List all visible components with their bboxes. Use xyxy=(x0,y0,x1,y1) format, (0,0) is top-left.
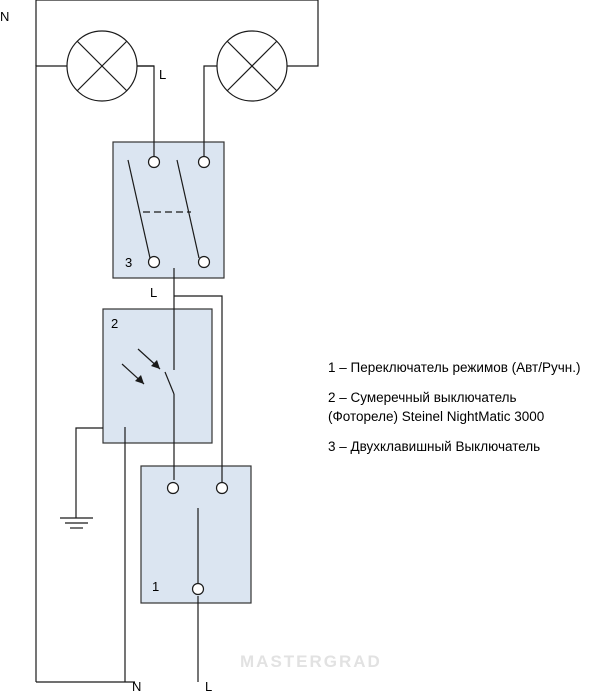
label-n-bottom: N xyxy=(132,679,141,694)
label-l-lamp: L xyxy=(159,67,166,82)
photorelay-box-2 xyxy=(102,308,213,444)
terminal-icon xyxy=(147,255,161,269)
neutral-wire xyxy=(35,65,67,682)
legend-text: 2 – Сумеречный выключатель xyxy=(328,390,517,405)
label-box2-number: 2 xyxy=(111,316,118,331)
top-loop-wire xyxy=(35,0,319,67)
label-l-mid: L xyxy=(150,285,157,300)
terminal-icon xyxy=(215,481,229,495)
terminal-icon xyxy=(147,155,161,169)
terminal-icon xyxy=(191,582,205,596)
legend: 1 – Переключатель режимов (Авт/Ручн.) 2 … xyxy=(328,358,608,467)
watermark: MASTERGRAD xyxy=(240,652,382,671)
legend-item-3: 3 – Двухклавишный Выключатель xyxy=(328,437,608,456)
legend-item-1: 1 – Переключатель режимов (Авт/Ручн.) xyxy=(328,358,608,377)
mode-switch-box-1 xyxy=(140,465,252,604)
l-wire-b xyxy=(174,295,223,487)
legend-text: (Фотореле) Steinel NightMatic 3000 xyxy=(328,409,545,424)
lamp-2-icon xyxy=(216,30,288,102)
legend-text: 3 – Двухклавишный Выключатель xyxy=(328,439,541,454)
terminal-icon xyxy=(197,155,211,169)
label-box3-number: 3 xyxy=(125,255,132,270)
lamp-1-icon xyxy=(66,30,138,102)
label-l-bottom: L xyxy=(205,679,212,694)
legend-text: 1 – Переключатель режимов (Авт/Ручн.) xyxy=(328,360,581,375)
label-n-top: N xyxy=(0,9,9,24)
terminal-icon xyxy=(197,255,211,269)
legend-item-2: 2 – Сумеречный выключатель (Фотореле) St… xyxy=(328,388,608,426)
label-box1-number: 1 xyxy=(152,579,159,594)
terminal-icon xyxy=(166,481,180,495)
